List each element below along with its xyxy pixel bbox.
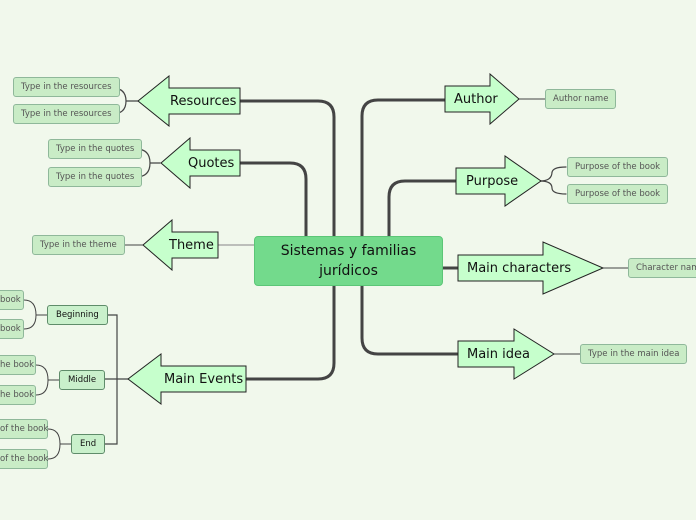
topic-resources[interactable]: Resources [137, 75, 241, 127]
topic-main-characters[interactable]: Main characters [457, 241, 604, 295]
subtopic-purpose-1[interactable]: Purpose of the book [567, 157, 669, 177]
central-topic[interactable]: Sistemas y familias jurídicos [254, 236, 443, 286]
topic-main-characters-label: Main characters [467, 260, 572, 276]
subtopic-resources-2[interactable]: Type in the resources [13, 104, 120, 124]
topic-quotes-label: Quotes [188, 155, 235, 171]
central-topic-label: Sistemas y familias jurídicos [280, 243, 417, 279]
topic-main-idea-label: Main idea [467, 346, 530, 362]
event-group-beginning[interactable]: Beginning [47, 305, 108, 325]
subtopic-author-name[interactable]: Author name [545, 89, 617, 109]
event-group-middle[interactable]: Middle [59, 370, 106, 390]
subtopic-main-idea[interactable]: Type in the main idea [580, 344, 688, 364]
left-arrow-shape [160, 137, 241, 189]
event-beginning-leaf-2[interactable]: book [0, 319, 24, 339]
left-arrow-shape [142, 219, 219, 271]
event-end-leaf-2[interactable]: of the book [0, 449, 48, 469]
left-arrow-shape [137, 75, 241, 127]
left-arrow-shape [127, 353, 247, 405]
topic-theme-label: Theme [169, 237, 214, 253]
topic-main-events[interactable]: Main Events [127, 353, 247, 405]
topic-author[interactable]: Author [444, 73, 520, 125]
event-end-leaf-1[interactable]: of the book [0, 419, 48, 439]
right-arrow-shape [455, 155, 542, 207]
right-arrow-shape [444, 73, 520, 125]
topic-purpose[interactable]: Purpose [455, 155, 542, 207]
topic-quotes[interactable]: Quotes [160, 137, 241, 189]
subtopic-resources-1[interactable]: Type in the resources [13, 77, 120, 97]
topic-author-label: Author [454, 91, 498, 107]
topic-theme[interactable]: Theme [142, 219, 219, 271]
topic-resources-label: Resources [170, 93, 237, 109]
topic-main-idea[interactable]: Main idea [457, 328, 555, 380]
event-beginning-leaf-1[interactable]: book [0, 290, 24, 310]
event-group-end[interactable]: End [71, 434, 106, 454]
topic-purpose-label: Purpose [466, 173, 519, 189]
event-middle-leaf-2[interactable]: he book [0, 385, 36, 405]
subtopic-theme[interactable]: Type in the theme [32, 235, 125, 255]
subtopic-character-name[interactable]: Character name [628, 258, 696, 278]
topic-main-events-label: Main Events [164, 371, 244, 387]
subtopic-purpose-2[interactable]: Purpose of the book [567, 184, 669, 204]
subtopic-quotes-1[interactable]: Type in the quotes [48, 139, 143, 159]
subtopic-quotes-2[interactable]: Type in the quotes [48, 167, 143, 187]
right-arrow-shape [457, 241, 604, 295]
right-arrow-shape [457, 328, 555, 380]
event-middle-leaf-1[interactable]: he book [0, 355, 36, 375]
